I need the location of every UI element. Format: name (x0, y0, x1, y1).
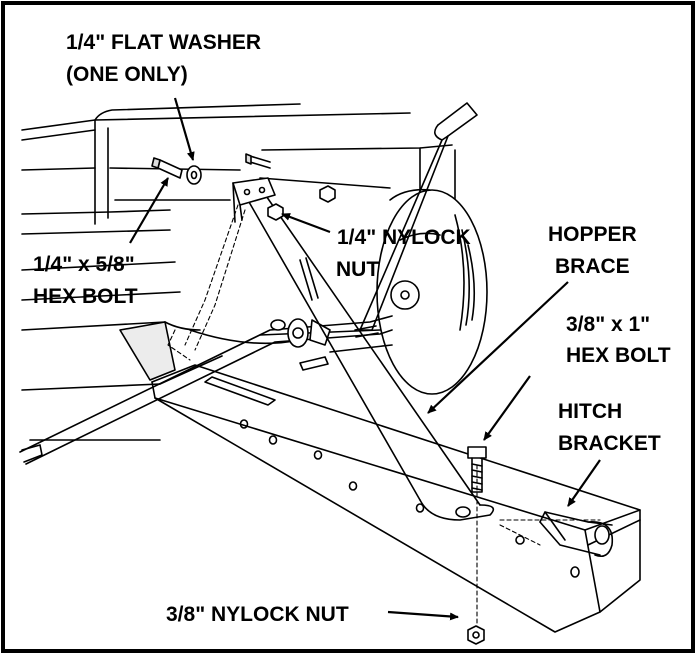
callout-hopper-brace: HOPPER BRACE (548, 223, 637, 278)
callout-nylock-nut-small: 1/4" NYLOCK NUT (336, 226, 471, 281)
hitch-bracket-part (539, 511, 614, 558)
arrow-flat-washer (173, 97, 195, 161)
hopper-brace-label-line2: BRACE (555, 255, 630, 278)
hex-bolt-small-label-line2: HEX BOLT (33, 285, 138, 308)
hex-bolt-small-label-line1: 1/4" x 5/8" (33, 253, 135, 276)
callout-nylock-nut-large: 3/8" NYLOCK NUT (166, 603, 349, 626)
large-nylock-nut-part (467, 625, 485, 645)
hitch-bracket-label-line2: BRACKET (558, 432, 661, 455)
callout-flat-washer: 1/4" FLAT WASHER (ONE ONLY) (66, 31, 261, 86)
arrow-nylock-nut-large (387, 610, 459, 621)
arrow-nylock-nut-small (281, 212, 331, 234)
arrow-hopper-brace (427, 281, 569, 414)
axle-crossbar (19, 315, 393, 465)
hex-bolt-large-label-line2: HEX BOLT (566, 344, 671, 367)
flat-washer-label-line2: (ONE ONLY) (66, 63, 188, 86)
wheel (376, 188, 488, 395)
callout-hitch-bracket: HITCH BRACKET (558, 400, 661, 455)
arrow-hitch-bracket (567, 459, 601, 507)
hidden-outline (167, 204, 601, 641)
hopper-brace-part (232, 177, 495, 521)
hitch-bracket-label-line1: HITCH (558, 400, 622, 423)
tow-handle (359, 102, 478, 331)
arrow-hex-bolt-large (483, 375, 531, 441)
hopper-brace-label-line1: HOPPER (548, 223, 637, 246)
hex-bolt-large-label-line1: 3/8" x 1" (566, 313, 650, 336)
nylock-nut-small-label-line1: 1/4" NYLOCK (337, 226, 471, 249)
callout-hex-bolt-large: 3/8" x 1" HEX BOLT (566, 313, 671, 367)
frame-beam (151, 364, 641, 633)
top-hardware (151, 153, 336, 221)
flat-washer-label-line1: 1/4" FLAT WASHER (66, 31, 261, 54)
nylock-nut-large-label: 3/8" NYLOCK NUT (166, 603, 349, 626)
callout-hex-bolt-small: 1/4" x 5/8" HEX BOLT (33, 253, 138, 308)
arrow-hex-bolt-small (129, 177, 169, 244)
hopper-body (21, 103, 456, 441)
nylock-nut-small-label-line2: NUT (336, 258, 379, 281)
large-hex-bolt-part (467, 446, 487, 493)
